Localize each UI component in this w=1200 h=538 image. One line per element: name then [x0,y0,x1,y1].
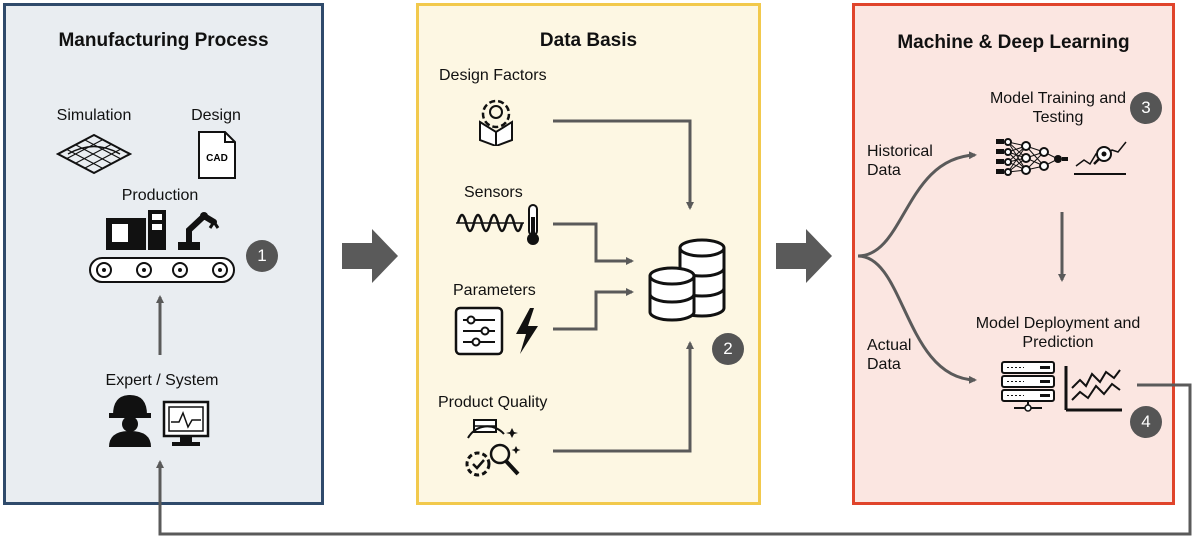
big-arrow-2 [776,229,832,283]
cad-file-icon: CAD [198,131,236,179]
actual-data-label: Actual Data [867,337,912,373]
sensors-arrow [553,222,634,265]
sine-wave-thermometer-icon [456,204,539,245]
manufacturing-title: Manufacturing Process [58,30,269,51]
feedback-loop-arrow [156,383,1192,536]
server-icon [1001,361,1055,412]
robot-arm-icon [178,212,220,250]
sensors-label: Sensors [464,184,523,201]
step-badge-4: 4 [1130,406,1162,438]
cad-text: CAD [206,153,228,164]
parameters-label: Parameters [453,282,536,299]
production-label: Production [121,187,199,204]
ml-title: Machine & Deep Learning [897,32,1130,53]
training-chart-icon [1074,141,1127,175]
model-training-label: Model Training and Testing [989,90,1127,126]
line-chart-icon [1064,366,1122,412]
neural-network-icon [996,138,1068,176]
database-icon [648,238,726,322]
worker-helmet-icon [109,395,151,447]
big-arrow-1 [342,229,398,283]
product-quality-arrow [553,341,694,453]
model-deployment-label: Model Deployment and Prediction [975,315,1141,351]
design-factors-label: Design Factors [439,67,547,84]
simulation-mesh-icon [56,133,132,175]
step-badge-1: 1 [246,240,278,272]
product-quality-label: Product Quality [438,394,548,411]
parameters-arrow [553,288,634,331]
monitor-icon [162,400,210,446]
data-basis-title: Data Basis [539,30,638,51]
historical-data-label: Historical Data [867,143,933,179]
simulation-label: Simulation [56,107,132,124]
actual-data-arrow [857,254,977,384]
lightning-icon [516,308,538,354]
expert-system-label: Expert / System [105,372,219,389]
cnc-machine-icon [106,210,166,250]
step-badge-2: 2 [712,333,744,365]
design-label: Design [191,107,241,124]
ml-panel: Machine & Deep Learning [852,3,1175,505]
sliders-icon [454,306,504,356]
step-badge-3: 3 [1130,92,1162,124]
historical-data-arrow [857,151,977,258]
conveyor-belt-icon [89,257,235,283]
gear-lightbulb-icon [479,99,513,146]
design-factors-arrow [553,119,694,210]
quality-inspection-icon [465,419,521,477]
